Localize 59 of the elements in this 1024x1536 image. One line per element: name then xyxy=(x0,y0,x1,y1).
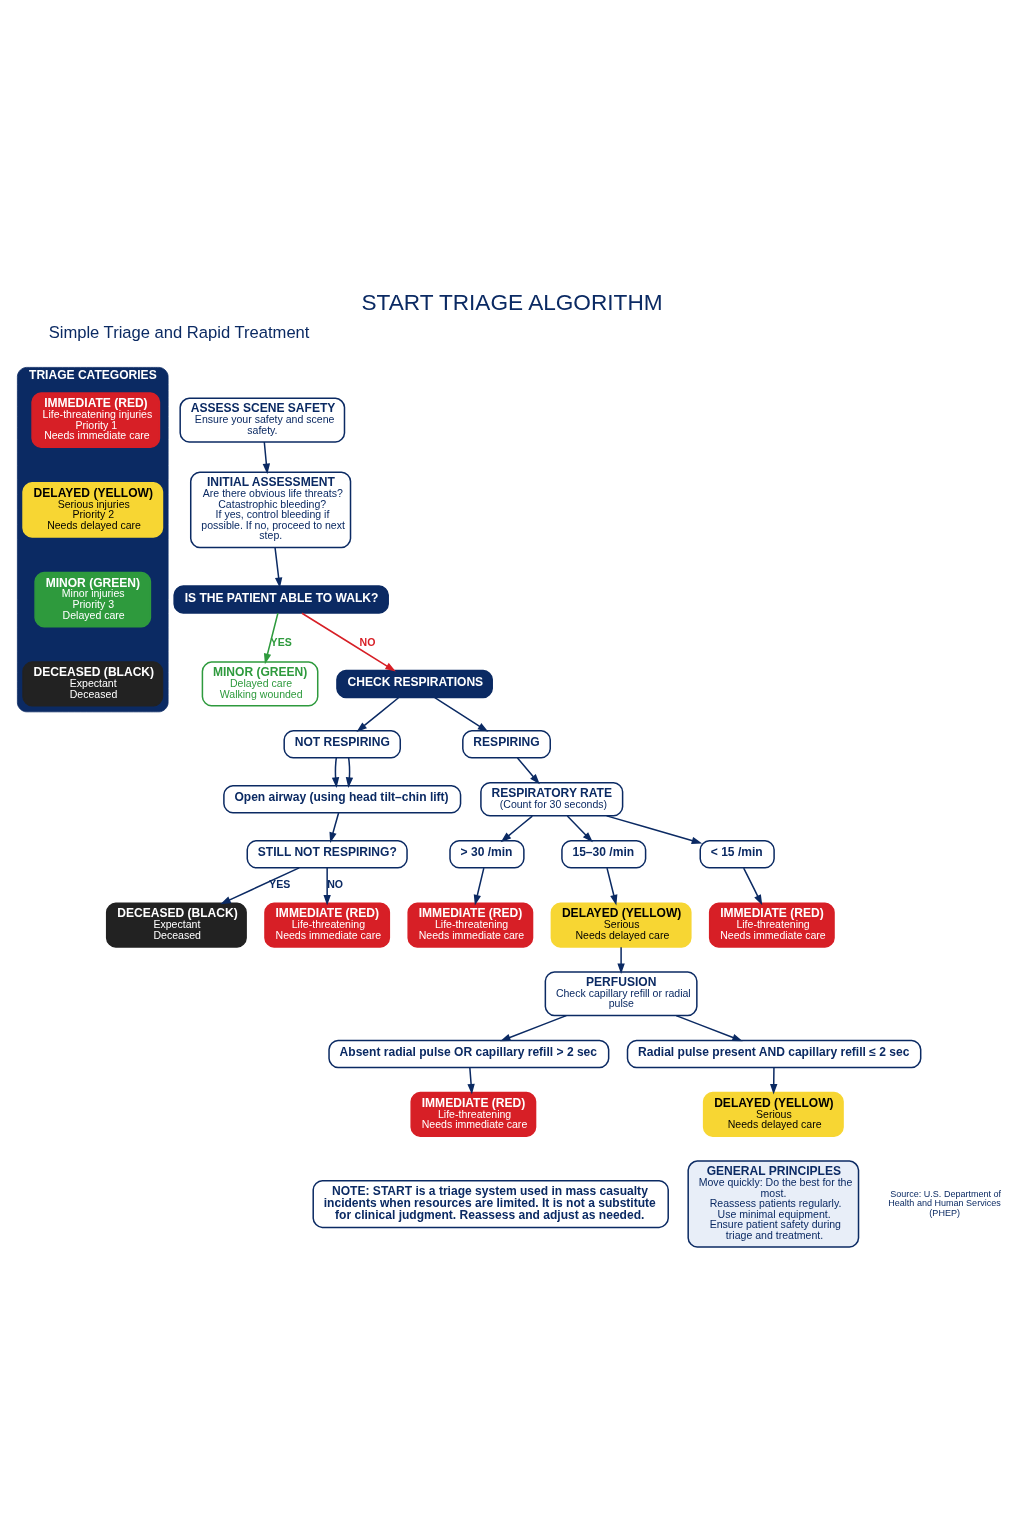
arrow xyxy=(220,867,300,905)
arrow xyxy=(675,1014,743,1042)
node-box: NOT RESPIRING xyxy=(283,729,401,759)
arrow xyxy=(606,867,618,906)
arrow xyxy=(345,757,354,788)
arrow xyxy=(473,867,485,906)
node-box: IMMEDIATE (RED) Life-threatening Needs immediate care xyxy=(708,902,835,948)
node-box: STILL NOT RESPIRING? xyxy=(246,839,408,869)
node-box: DELAYED (YELLOW) Serious Needs delayed care xyxy=(702,1091,844,1137)
node-box: Radial pulse present AND capillary refill ≤ 2 sec xyxy=(626,1039,922,1069)
node-box: PERFUSION Check capillary refill or radial pulse xyxy=(544,971,698,1017)
arrow xyxy=(434,696,489,732)
arrow xyxy=(605,815,703,845)
node-box: IMMEDIATE (RED) Life-threatening Needs immediate care xyxy=(407,902,534,948)
node-box: DECEASED (BLACK) Expectant Deceased xyxy=(105,902,247,948)
node-box: MINOR (GREEN) Delayed care Walking wounded xyxy=(201,661,319,707)
arrow xyxy=(500,1014,568,1042)
node-box: DELAYED (YELLOW) Serious Needs delayed care xyxy=(550,902,692,948)
edge-label: NO xyxy=(327,877,343,890)
node-box: < 15 /min xyxy=(699,839,775,869)
node-box: 15–30 /min xyxy=(561,839,647,869)
node-box: Open airway (using head tilt–chin lift) xyxy=(223,784,462,814)
node-box: NOTE: START is a triage system used in mass casualty incidents when resources are limited. It is not a substitute for clinical judgment. Reassess and adjust as needed. xyxy=(312,1179,669,1229)
node-box: IMMEDIATE (RED) Life-threatening injuries Priority 1 Needs immediate care xyxy=(31,392,161,449)
arrow xyxy=(263,612,279,665)
arrow xyxy=(467,1067,475,1095)
node-box: GENERAL PRINCIPLES Move quickly: Do the best for the most. Reassess patients regularly. Use minimal equipment. Ensure patient safety during triage and treatment. xyxy=(687,1160,860,1248)
arrow xyxy=(274,547,283,589)
node-box: DELAYED (YELLOW) Serious injuries Priority 2 Needs delayed care xyxy=(22,481,164,538)
arrow xyxy=(500,815,534,843)
node-box: IS THE PATIENT ABLE TO WALK? xyxy=(173,585,389,614)
edge-label: YES xyxy=(269,877,291,890)
arrow xyxy=(770,1067,778,1095)
node-box: CHECK RESPIRATIONS xyxy=(336,669,493,699)
node-box: IMMEDIATE (RED) Life-threatening Needs immediate care xyxy=(410,1091,537,1137)
arrow xyxy=(262,441,271,475)
node-box: ASSESS SCENE SAFETY Ensure your safety and scene safety. xyxy=(179,397,346,443)
node-box: RESPIRATORY RATE (Count for 30 seconds) xyxy=(480,781,624,817)
arrow xyxy=(617,946,625,974)
arrow xyxy=(329,812,340,843)
arrow xyxy=(566,815,593,843)
node-box: INITIAL ASSESSMENT Are there obvious life threats? Catastrophic bleeding? If yes, control bleeding if possible. If no, proceed to next step. xyxy=(189,471,352,549)
node-box: IMMEDIATE (RED) Life-threatening Needs immediate care xyxy=(264,902,391,948)
arrow xyxy=(742,867,763,906)
node-box: MINOR (GREEN) Minor injuries Priority 3 Delayed care xyxy=(34,571,152,628)
label: Source: U.S. Department of Health and Human Services (PHEP) xyxy=(888,1188,1002,1219)
node-box: > 30 /min xyxy=(449,839,525,869)
arrow xyxy=(516,757,540,785)
node-box: Absent radial pulse OR capillary refill > 2 sec xyxy=(328,1039,610,1069)
diagram-title: START TRIAGE ALGORITHM xyxy=(361,290,663,316)
node-box: RESPIRING xyxy=(462,729,551,759)
edge-label: YES xyxy=(270,636,292,649)
node-box: DECEASED (BLACK) Expectant Deceased xyxy=(22,661,164,707)
edge-label: NO xyxy=(359,636,376,649)
label: Simple Triage and Rapid Treatment xyxy=(48,323,310,343)
arrow xyxy=(356,697,400,732)
arrow xyxy=(331,757,340,788)
arrow xyxy=(323,867,331,906)
arrow xyxy=(301,612,396,672)
